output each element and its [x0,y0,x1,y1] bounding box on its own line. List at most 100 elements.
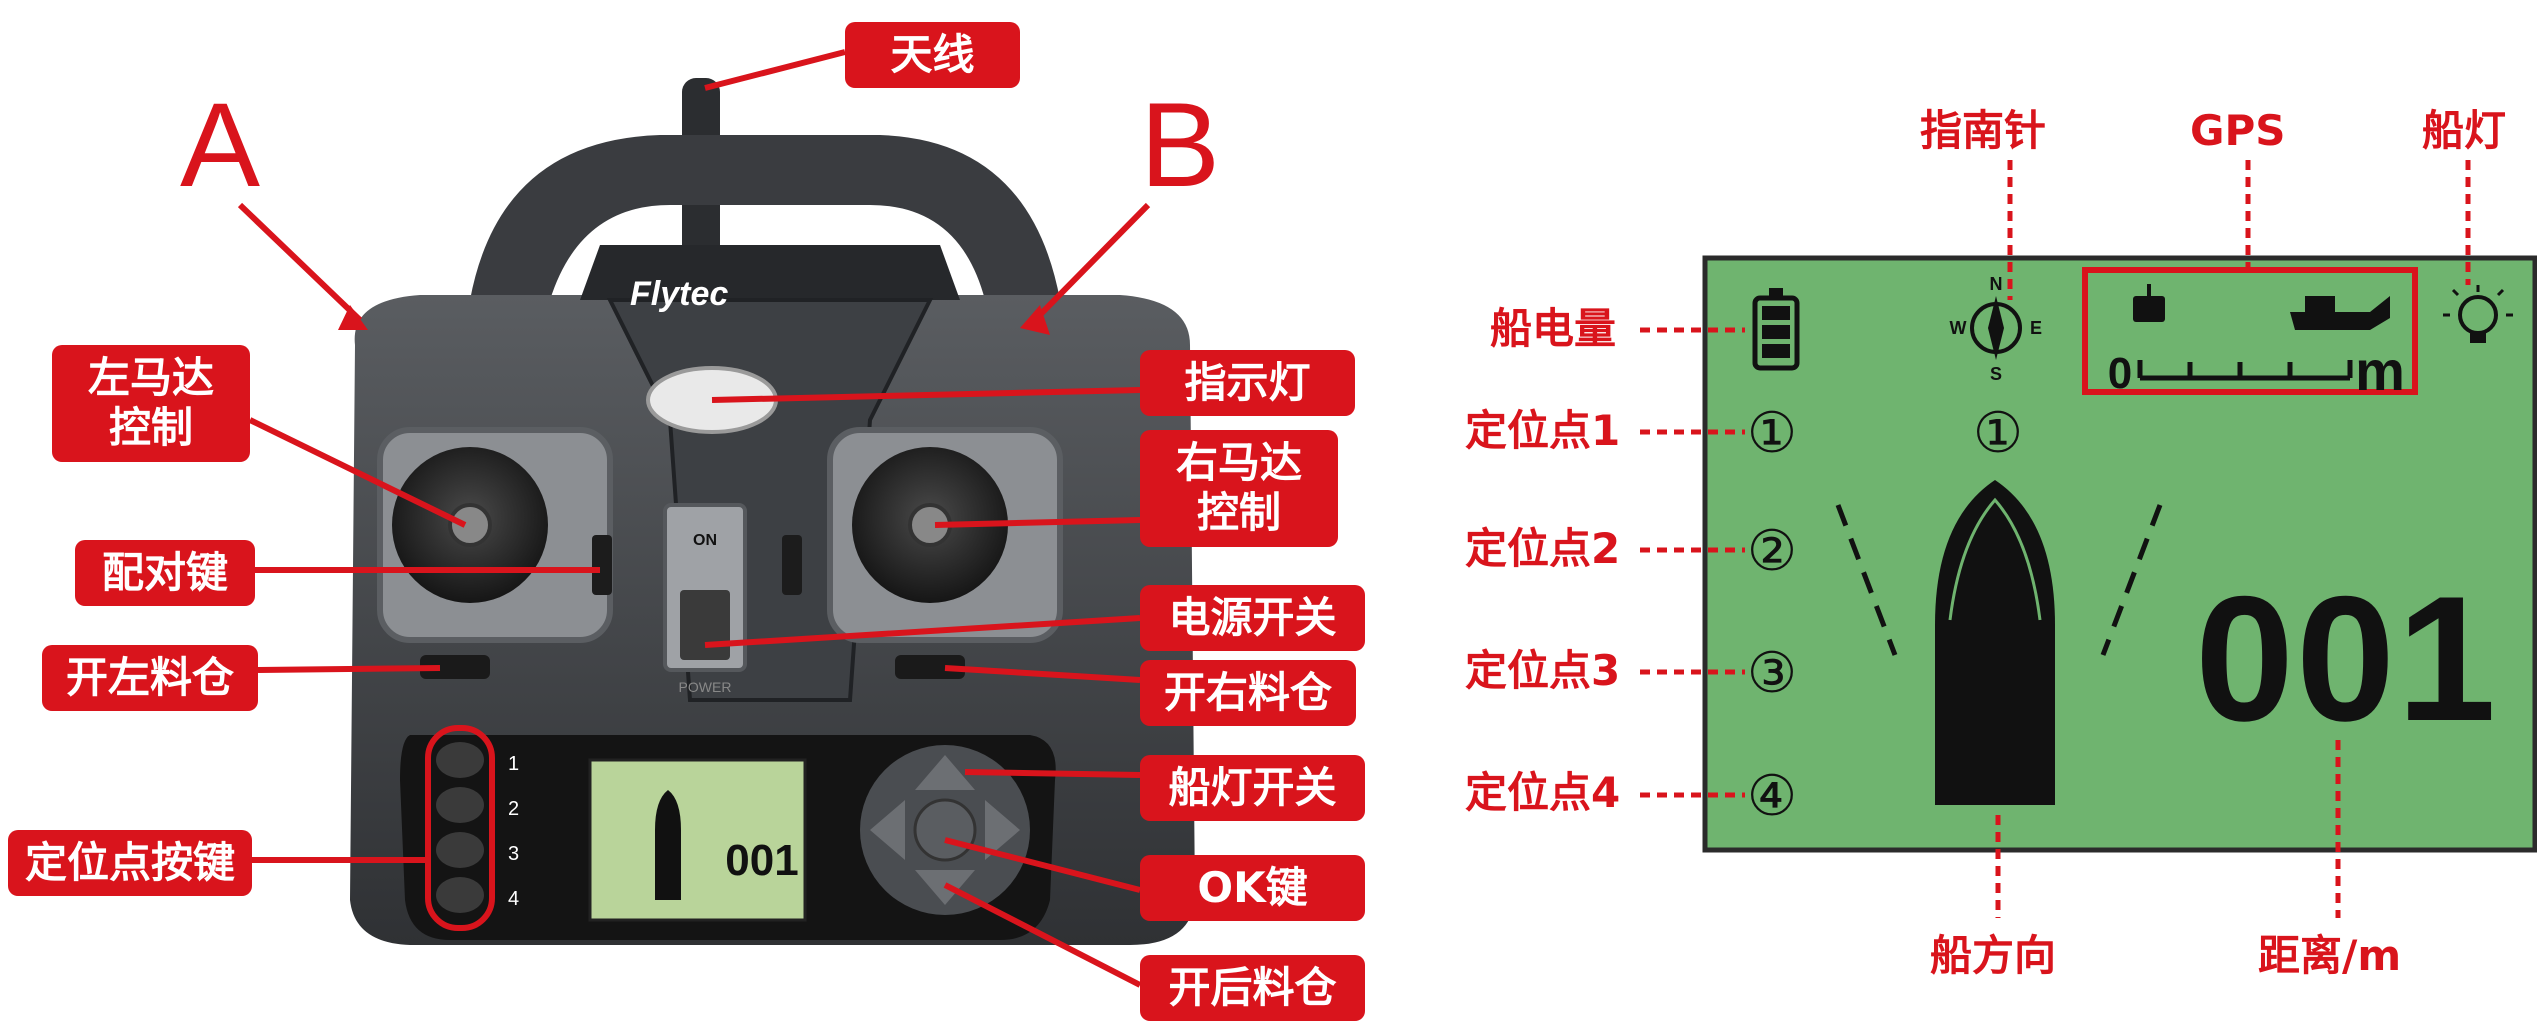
arrow-b [1020,305,1050,335]
point-mark-1: ① [1747,401,1797,464]
pair-key-slider [592,535,612,595]
mini-lcd [588,758,807,922]
indicator-label: 指示灯 [1140,350,1355,417]
transmitter-leader-lines [237,49,1151,988]
leader-indicator [711,387,1141,403]
point-key-2[interactable] [436,787,484,823]
distance-scale [2137,360,2353,381]
right-trim-slider [782,535,802,595]
point-key-3[interactable] [436,832,484,868]
d-pad-right[interactable] [985,800,1020,860]
gps-label: GPS [2190,106,2286,155]
slot-number-1: 1 [508,753,519,775]
right-turn-indicator [2100,504,2163,656]
slot-number-4: 4 [508,888,519,910]
arrow-a [338,305,368,330]
point-keys-label: 定位点按键 [8,830,252,897]
slot-number-2: 2 [508,798,519,820]
carry-handle [470,135,1060,300]
boat-light-label: 船灯 [2422,106,2507,155]
leader-right-motor [934,517,1141,528]
leader-left-motor [248,417,467,528]
right-bin-switch [895,655,965,679]
leader-corner-b [1027,202,1151,328]
power-text: POWER [679,679,732,695]
leader-corner-a [237,202,363,323]
right-motor-label: 右马达 控制 [1140,430,1338,547]
battery-label: 船电量 [1490,304,1617,353]
mini-boat-icon [655,790,681,900]
compass-e: E [2030,318,2042,338]
left-motor-label: 左马达 控制 [52,345,250,462]
leader-rear-bin [943,882,1142,988]
point-key-1[interactable] [436,742,484,778]
power-switch-label: 电源开关 [1140,585,1365,652]
point-keys-highlight [425,725,495,931]
scale-zero: 0 [2108,349,2132,398]
leader-boat-light-switch [964,769,1141,778]
open-right-bin-label: 开右料仓 [1140,660,1356,727]
compass-needle [1988,296,2004,360]
corner-a-label: A [180,78,261,212]
antenna-label: 天线 [845,22,1020,89]
mini-lcd-text: 001 [725,836,798,885]
corner-b-label: B [1140,78,1221,212]
mini-distance: 001 [725,836,798,885]
open-left-bin-label: 开左料仓 [42,645,258,712]
point4-label: 定位点4 [1465,768,1621,817]
boat-light-switch-label: 船灯开关 [1140,755,1365,822]
point-mark-4: ④ [1747,764,1797,827]
leader-ok-key [944,837,1141,893]
brand-plate [580,245,960,300]
lcd-text: N S W E 0 m ① ② ③ ④ ① [1747,274,2405,827]
lcd-panel [1702,255,2537,853]
d-pad-up[interactable] [915,755,975,790]
point-key-group [425,725,495,931]
slot-number-3: 3 [508,843,519,865]
switch-on-text: ON [693,532,717,549]
bulb-base [2470,333,2486,343]
brand-name: Flytec [630,275,729,313]
left-turn-indicator [1835,504,1898,656]
left-bin-switch [420,655,490,679]
power-switch-lever [680,590,730,660]
battery-bar-3 [1762,344,1790,358]
leader-antenna [704,49,846,91]
leader-right-bin [944,665,1141,683]
ok-button[interactable] [913,798,977,862]
battery-bar-1 [1762,306,1790,320]
lcd-screen [1702,255,2537,853]
bulb-rays [2443,285,2513,317]
left-stick-cap [448,503,492,547]
compass-n: N [1990,274,2003,294]
ok-key-label: OK键 [1140,855,1365,922]
boat-cabin [2305,296,2335,312]
compass-s: S [1990,364,2002,384]
center-point-mark: ① [1973,401,2023,464]
lcd-leader-lines [1640,160,2471,918]
distance-readout: 001 [2195,559,2498,758]
pair-key-label: 配对键 [75,540,255,607]
boat-icon [2290,296,2390,330]
compass-w: W [1950,318,1967,338]
boat-silhouette [1935,480,2055,805]
point-mark-2: ② [1747,519,1797,582]
point-key-4[interactable] [436,877,484,913]
d-pad-left[interactable] [870,800,905,860]
scale-unit: m [2355,339,2405,402]
battery-bar-2 [1762,325,1790,339]
transmitter [350,78,1195,945]
open-rear-bin-label: 开后料仓 [1140,955,1365,1021]
transmitter-text: ON POWER 1 2 3 4 [508,532,731,910]
boat-direction-label: 船方向 [1930,931,2057,980]
boat-deck-line [1948,497,2042,621]
point2-label: 定位点2 [1465,524,1621,573]
remote-icon [2133,296,2165,322]
compass-label: 指南针 [1920,106,2047,155]
battery-tip [1769,288,1783,298]
point-mark-3: ③ [1747,641,1797,704]
distance-label: 距离/m [2258,931,2402,980]
point1-label: 定位点1 [1465,406,1621,455]
point3-label: 定位点3 [1465,646,1621,695]
